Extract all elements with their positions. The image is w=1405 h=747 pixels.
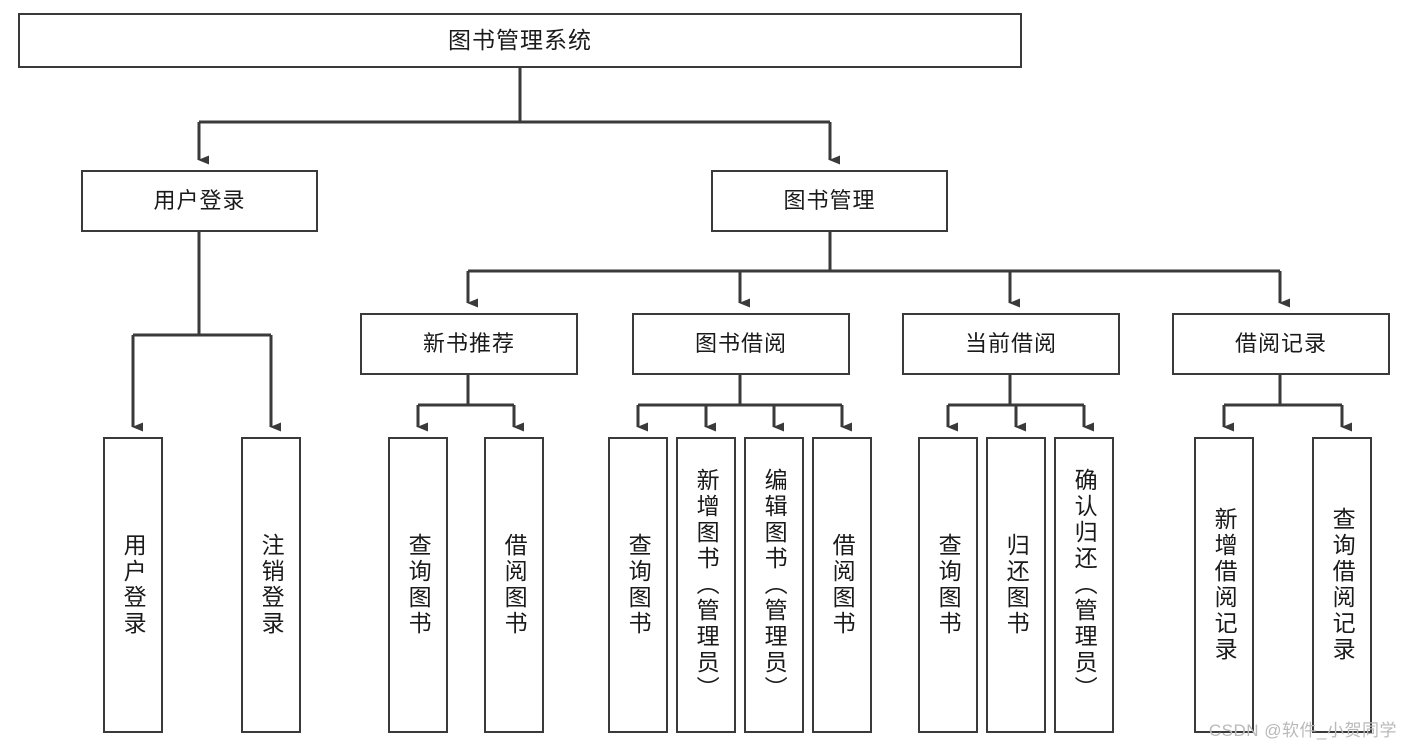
node-leaf-user-logout[interactable]: 注销登录 xyxy=(241,437,301,733)
node-label: 图书借阅 xyxy=(694,330,787,356)
node-leaf-query-book-borrow[interactable]: 查询图书 xyxy=(608,437,668,733)
node-leaf-query-book-current[interactable]: 查询图书 xyxy=(918,437,978,733)
node-label: 新增借阅记录 xyxy=(1211,507,1238,663)
node-book-manage[interactable]: 图书管理 xyxy=(711,170,948,232)
node-leaf-query-book-recommend[interactable]: 查询图书 xyxy=(388,437,448,733)
node-label: 当前借阅 xyxy=(964,330,1057,356)
node-borrow-record[interactable]: 借阅记录 xyxy=(1172,313,1390,375)
node-label: 查询图书 xyxy=(405,533,432,637)
node-leaf-confirm-return[interactable]: 确认归还（管理员） xyxy=(1054,437,1114,733)
node-label: 借阅图书 xyxy=(501,533,528,637)
node-label: 注销登录 xyxy=(258,533,285,637)
node-leaf-add-book[interactable]: 新增图书（管理员） xyxy=(676,437,736,733)
node-new-book-recommend[interactable]: 新书推荐 xyxy=(360,313,578,375)
node-current-borrow[interactable]: 当前借阅 xyxy=(902,313,1120,375)
node-label: 图书管理 xyxy=(783,187,876,213)
node-label: 借阅记录 xyxy=(1234,330,1327,356)
node-user-login[interactable]: 用户登录 xyxy=(81,170,318,232)
node-label: 查询图书 xyxy=(935,533,962,637)
node-label: 用户登录 xyxy=(153,187,246,213)
node-label: 编辑图书（管理员） xyxy=(761,468,788,702)
node-label: 归还图书 xyxy=(1003,533,1030,637)
watermark-text: CSDN @软件_小贺同学 xyxy=(1208,721,1397,740)
node-label: 用户登录 xyxy=(120,533,147,637)
node-leaf-user-login[interactable]: 用户登录 xyxy=(103,437,163,733)
node-label: 新增图书（管理员） xyxy=(693,468,720,702)
node-leaf-return-book[interactable]: 归还图书 xyxy=(986,437,1046,733)
node-label: 查询图书 xyxy=(625,533,652,637)
node-leaf-borrow-book[interactable]: 借阅图书 xyxy=(812,437,872,733)
node-leaf-add-borrow-record[interactable]: 新增借阅记录 xyxy=(1194,437,1254,733)
node-label: 图书管理系统 xyxy=(448,26,592,53)
node-book-borrow[interactable]: 图书借阅 xyxy=(632,313,850,375)
node-label: 借阅图书 xyxy=(829,533,856,637)
node-label: 新书推荐 xyxy=(422,330,515,356)
node-label: 查询借阅记录 xyxy=(1329,507,1356,663)
node-leaf-query-borrow-record[interactable]: 查询借阅记录 xyxy=(1312,437,1372,733)
node-root-system[interactable]: 图书管理系统 xyxy=(18,13,1022,68)
node-leaf-borrow-book-recommend[interactable]: 借阅图书 xyxy=(484,437,544,733)
node-leaf-edit-book[interactable]: 编辑图书（管理员） xyxy=(744,437,804,733)
node-label: 确认归还（管理员） xyxy=(1071,468,1098,702)
